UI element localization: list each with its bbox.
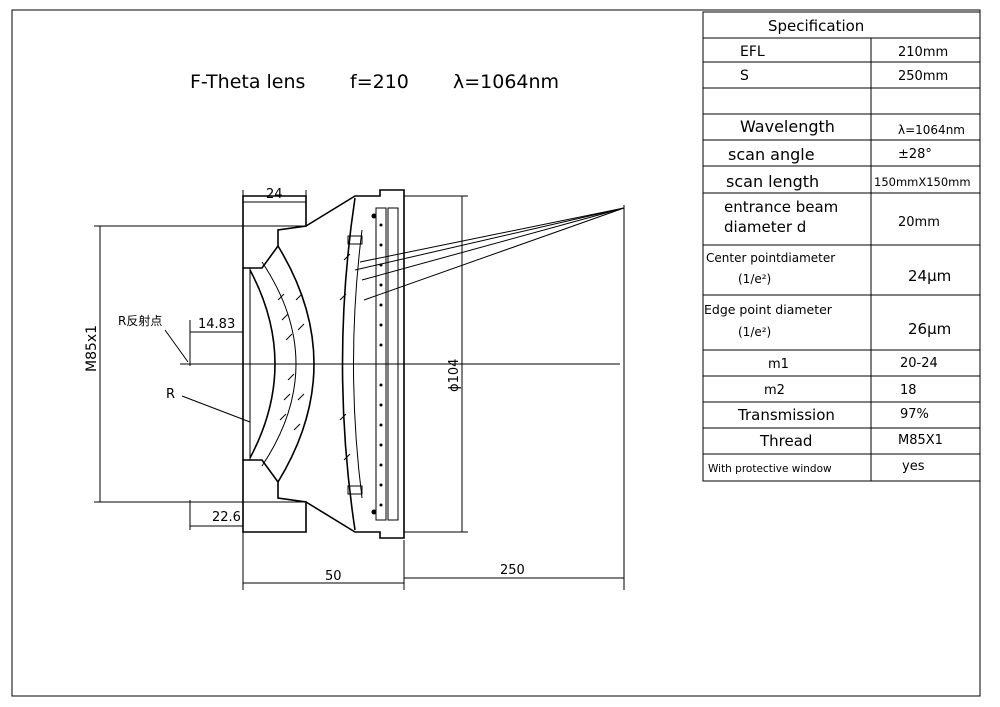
- spec-label-scan-angle: scan angle: [728, 145, 815, 164]
- dim-24: 24: [266, 187, 283, 202]
- spec-header: Specification: [768, 17, 864, 35]
- spec-value-scan-length: 150mmX150mm: [874, 175, 971, 189]
- dim-22-6: 22.6: [212, 510, 241, 525]
- spec-label-center-point: Center pointdiameter: [706, 251, 835, 265]
- spec-value-wavelength: λ=1064nm: [898, 123, 965, 137]
- spec-value-s: 250mm: [898, 69, 948, 84]
- dim-14-83: 14.83: [198, 317, 235, 332]
- lens-element-2: [277, 245, 315, 483]
- lens-element-2-inner: [261, 261, 297, 467]
- retainer-bottom: [347, 485, 363, 495]
- spec-label-edge-point: Edge point diameter: [704, 302, 833, 317]
- spec-label-m1: m1: [768, 357, 789, 372]
- spec-label-wavelength: Wavelength: [740, 117, 835, 136]
- r-point-label: R反射点: [118, 313, 162, 328]
- r-label: R: [166, 387, 175, 402]
- housing-outline: [305, 189, 405, 539]
- spec-label-scan-length: scan length: [726, 172, 819, 191]
- drawing-border: [11, 9, 981, 697]
- spec-label-thread: Thread: [759, 432, 812, 450]
- lens-hatching: [277, 253, 351, 461]
- spec-value-center-point: 24µm: [908, 267, 951, 285]
- spec-label-edge-point-2: (1/e²): [738, 325, 771, 339]
- rear-mount-bottom: [242, 459, 307, 533]
- dimensions: 24 M85x1 R反射点 14.83 R 22.6 ϕ104 50 250: [84, 187, 625, 590]
- protective-window: [375, 207, 387, 521]
- r-point-leader: [164, 329, 189, 363]
- r-leader: [181, 395, 251, 423]
- spec-label-entrance-beam: entrance beam: [724, 198, 838, 216]
- spec-label-efl: EFL: [740, 44, 765, 60]
- spec-label-s: S: [740, 68, 749, 84]
- spec-value-m2: 18: [900, 383, 917, 398]
- wavelength-label: λ=1064nm: [453, 71, 559, 93]
- spec-value-efl: 210mm: [898, 45, 948, 60]
- scan-rays: [354, 207, 625, 301]
- dim-phi104: ϕ104: [447, 359, 462, 392]
- lens-element-1: [249, 269, 276, 459]
- spec-value-protective-window: yes: [902, 459, 925, 474]
- spec-label-center-point-2: (1/e²): [738, 272, 771, 286]
- spec-label-entrance-beam-2: diameter d: [724, 218, 806, 236]
- dim-50: 50: [325, 569, 342, 584]
- window-frame: [387, 207, 399, 521]
- spec-value-entrance-beam: 20mm: [898, 215, 940, 230]
- dim-250: 250: [500, 563, 525, 578]
- spec-value-thread: M85X1: [898, 433, 943, 448]
- spec-value-edge-point: 26µm: [908, 320, 951, 338]
- spec-table: Specification EFL 210mm S 250mm Waveleng…: [702, 11, 981, 482]
- rear-mount-top: [242, 195, 307, 269]
- spec-label-transmission: Transmission: [737, 406, 835, 424]
- dim-m85: M85x1: [84, 325, 100, 372]
- drawing-title: F-Theta lens: [190, 71, 305, 93]
- focal-length-label: f=210: [350, 71, 409, 93]
- window-dots: [371, 213, 383, 515]
- retainer-top: [347, 235, 363, 245]
- spec-value-transmission: 97%: [900, 407, 929, 422]
- spec-label-protective-window: With protective window: [708, 463, 832, 475]
- spec-value-m1: 20-24: [900, 356, 938, 371]
- lens-section: [164, 189, 625, 539]
- lens-element-3-inner: [353, 229, 363, 499]
- spec-label-m2: m2: [764, 383, 785, 398]
- spec-value-scan-angle: ±28°: [898, 147, 932, 162]
